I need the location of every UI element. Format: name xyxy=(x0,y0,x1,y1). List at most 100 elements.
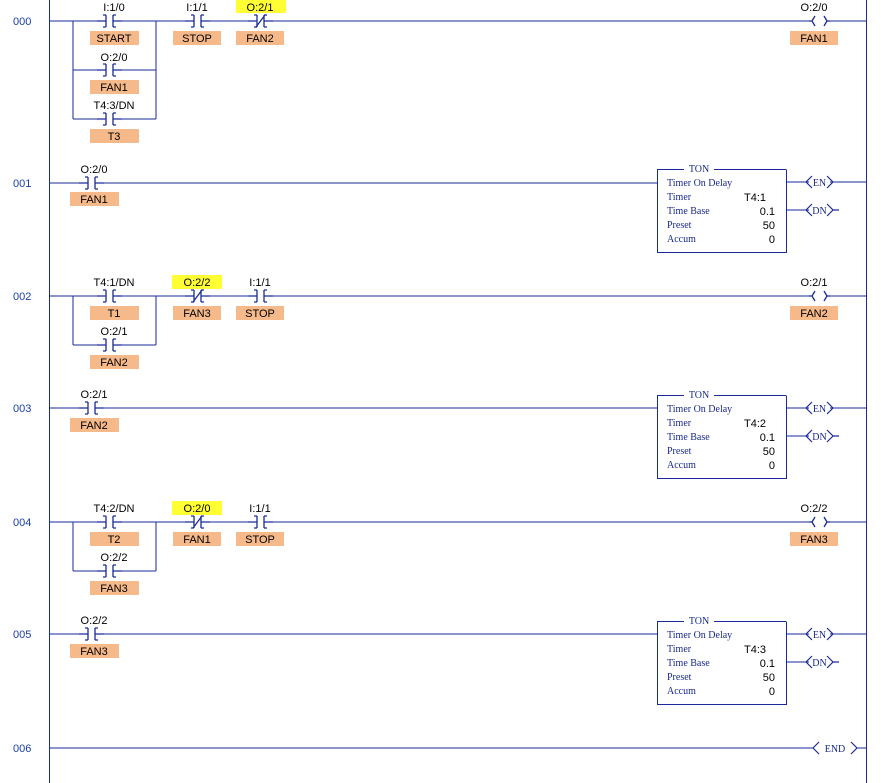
xic-contact-icon[interactable] xyxy=(97,289,122,303)
ton-timebase-label: Time Base xyxy=(667,658,710,669)
description-box xyxy=(236,31,284,45)
contact-description: STOP xyxy=(245,534,275,546)
contact-description: FAN1 xyxy=(100,82,128,94)
xio-contact-icon[interactable] xyxy=(185,515,210,529)
ton-accum-label: Accum xyxy=(667,234,696,245)
xic-contact-icon[interactable] xyxy=(97,515,122,529)
coil-description: FAN3 xyxy=(800,534,828,546)
description-box xyxy=(90,80,139,94)
description-box xyxy=(790,532,838,546)
contact-address: T4:1/DN xyxy=(94,277,135,289)
xic-contact-icon[interactable] xyxy=(248,289,273,303)
ote-coil-icon[interactable] xyxy=(809,15,830,27)
ton-timer-label: Timer xyxy=(667,644,692,655)
ote-coil-icon[interactable] xyxy=(809,290,830,302)
contact-address: I:1/1 xyxy=(186,2,207,14)
xic-contact-icon[interactable] xyxy=(97,338,122,352)
ton-timer-value: T4:1 xyxy=(744,192,766,204)
ton-block[interactable]: TON Timer On Delay Timer T4:1 Time Base … xyxy=(657,164,787,253)
description-box xyxy=(790,31,838,45)
ton-timer-label: Timer xyxy=(667,418,692,429)
ton-block[interactable]: TON Timer On Delay Timer T4:3 Time Base … xyxy=(657,616,787,705)
ton-block[interactable]: TON Timer On Delay Timer T4:2 Time Base … xyxy=(657,390,787,479)
description-box xyxy=(70,418,119,432)
contact-address: O:2/2 xyxy=(101,552,128,564)
end-label: END xyxy=(825,744,846,755)
highlight-marker xyxy=(172,275,222,289)
dn-bit-label: DN xyxy=(812,206,826,217)
xic-contact-icon[interactable] xyxy=(97,14,122,28)
xic-contact-icon[interactable] xyxy=(185,14,210,28)
coil-address: O:2/0 xyxy=(801,2,828,14)
ton-preset-value: 50 xyxy=(763,220,775,232)
ton-subtitle: Timer On Delay xyxy=(667,630,732,641)
contact-description: FAN2 xyxy=(100,357,128,369)
coil-address: O:2/1 xyxy=(801,277,828,289)
ton-accum-value: 0 xyxy=(769,686,775,698)
xic-contact-icon[interactable] xyxy=(79,627,104,641)
highlight-marker xyxy=(172,501,222,515)
ton-title: TON xyxy=(689,616,709,627)
rung-number: 003 xyxy=(13,403,31,415)
ton-timer-label: Timer xyxy=(667,192,692,203)
rung-number: 005 xyxy=(13,629,31,641)
contact-description: STOP xyxy=(245,308,275,320)
contact-description: FAN1 xyxy=(80,194,108,206)
rung-002 xyxy=(49,295,866,346)
xio-contact-icon[interactable] xyxy=(185,289,210,303)
xic-contact-icon[interactable] xyxy=(97,564,122,578)
contact-description: FAN2 xyxy=(246,33,274,45)
xic-contact-icon[interactable] xyxy=(97,112,122,126)
xio-contact-icon[interactable] xyxy=(248,14,273,28)
dn-bit-label: DN xyxy=(812,432,826,443)
contact-address: O:2/1 xyxy=(247,2,274,14)
description-box xyxy=(90,532,139,546)
ton-timebase-label: Time Base xyxy=(667,206,710,217)
ton-title: TON xyxy=(689,390,709,401)
xic-contact-icon[interactable] xyxy=(79,401,104,415)
ton-accum-label: Accum xyxy=(667,686,696,697)
xic-contact-icon[interactable] xyxy=(248,515,273,529)
rung-004 xyxy=(49,521,866,572)
contact-address: T4:2/DN xyxy=(94,503,135,515)
ton-timer-value: T4:3 xyxy=(744,644,766,656)
ton-timer-value: T4:2 xyxy=(744,418,766,430)
coil-description: FAN1 xyxy=(800,33,828,45)
rung-000 xyxy=(49,20,866,120)
ton-timebase-value: 0.1 xyxy=(760,432,775,444)
contact-description: T1 xyxy=(108,308,121,320)
ton-timebase-label: Time Base xyxy=(667,432,710,443)
xic-contact-icon[interactable] xyxy=(79,176,104,190)
contact-description: T3 xyxy=(108,131,121,143)
xic-contact-icon[interactable] xyxy=(97,63,122,77)
description-box xyxy=(90,31,139,45)
ton-subtitle: Timer On Delay xyxy=(667,404,732,415)
description-box xyxy=(90,306,139,320)
contact-address: I:1/1 xyxy=(249,503,270,515)
ton-accum-label: Accum xyxy=(667,460,696,471)
ote-coil-icon[interactable] xyxy=(809,516,830,528)
rung-number: 000 xyxy=(13,16,31,28)
ton-preset-label: Preset xyxy=(667,220,692,231)
ton-preset-label: Preset xyxy=(667,672,692,683)
contact-address: O:2/2 xyxy=(184,277,211,289)
contact-description: FAN3 xyxy=(100,583,128,595)
rung-number: 004 xyxy=(13,517,31,529)
en-bit-label: EN xyxy=(813,630,826,641)
ton-timebase-value: 0.1 xyxy=(760,206,775,218)
ton-title: TON xyxy=(689,164,709,175)
dn-bit-label: DN xyxy=(812,658,826,669)
contact-address: O:2/1 xyxy=(101,326,128,338)
contact-address: I:1/0 xyxy=(103,2,124,14)
ton-accum-value: 0 xyxy=(769,234,775,246)
dn-bit-icon xyxy=(805,655,839,669)
description-box xyxy=(236,306,284,320)
description-box xyxy=(90,355,139,369)
en-bit-label: EN xyxy=(813,178,826,189)
contact-description: START xyxy=(96,33,131,45)
ton-subtitle: Timer On Delay xyxy=(667,178,732,189)
end-marker-icon xyxy=(812,741,858,755)
contact-address: I:1/1 xyxy=(249,277,270,289)
description-box xyxy=(790,306,838,320)
